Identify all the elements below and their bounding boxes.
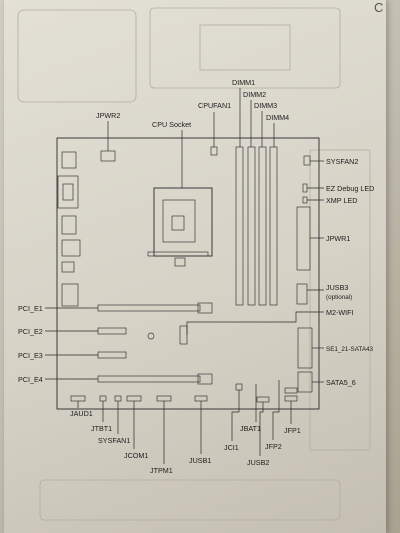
label-jci1: JCI1 <box>224 443 239 452</box>
label-sata-5-6: SATA5_6 <box>326 378 356 387</box>
label-dimm4: DIMM4 <box>266 113 289 122</box>
xmp-led <box>302 196 308 204</box>
label-dimm3: DIMM3 <box>254 101 277 110</box>
page-corner-letter: C <box>374 0 384 15</box>
label-sysfan1: SYSFAN1 <box>98 436 130 445</box>
label-jusb2: JUSB2 <box>247 458 269 467</box>
label-jtbt1: JTBT1 <box>91 424 112 433</box>
label-jtpm1: JTPM1 <box>150 466 173 475</box>
sysfan2-connector <box>303 155 311 166</box>
label-pci-e4: PCI_E4 <box>18 375 43 384</box>
label-pci-e1: PCI_E1 <box>18 304 43 313</box>
label-jpwr1: JPWR1 <box>326 234 350 243</box>
label-pci-e2: PCI_E2 <box>18 327 43 336</box>
label-jusb1: JUSB1 <box>189 456 211 465</box>
label-dimm2: DIMM2 <box>243 90 266 99</box>
label-jusb3: JUSB3 <box>326 283 348 292</box>
label-jfp2: JFP2 <box>265 442 282 451</box>
background-ghost-drawing <box>17 7 371 521</box>
label-m2-wifi: M2-WIFI <box>326 308 354 317</box>
label-jcom1: JCOM1 <box>124 451 148 460</box>
component-labels: DIMM1 DIMM2 DIMM3 DIMM4 JPWR2 CPUFAN1 CP… <box>18 78 374 475</box>
jpwr2-connector <box>100 150 116 162</box>
label-ez-debug-led: EZ Debug LED <box>326 184 374 193</box>
label-xmp-led: XMP LED <box>326 196 357 205</box>
jpwr1-connector <box>296 206 311 271</box>
label-cpu-socket: CPU Socket <box>152 120 191 129</box>
label-pci-e3: PCI_E3 <box>18 351 43 360</box>
cpufan1-connector <box>210 146 218 156</box>
bottom-headers <box>70 383 298 403</box>
label-jaud1: JAUD1 <box>70 409 93 418</box>
jusb3-connector <box>296 283 308 305</box>
pcie-slots <box>97 302 213 385</box>
label-sata-1-4: SE1_21-SATA43 <box>326 346 374 353</box>
label-sysfan2: SYSFAN2 <box>326 157 358 166</box>
rear-io-connectors <box>57 151 81 307</box>
label-jfp1: JFP1 <box>284 426 301 435</box>
m2-wifi-slot <box>179 325 188 345</box>
cpu-socket <box>147 187 213 267</box>
label-jpwr2: JPWR2 <box>96 111 120 120</box>
label-jbat1: JBAT1 <box>240 424 261 433</box>
label-jusb3-optional: (optional) <box>326 294 352 301</box>
leader-lines <box>45 88 324 464</box>
board-outline <box>56 137 320 410</box>
dimm-slots <box>235 146 278 306</box>
label-dimm1: DIMM1 <box>232 78 255 87</box>
label-cpufan1: CPUFAN1 <box>198 101 231 110</box>
ez-debug-led <box>302 183 308 193</box>
mounting-hole <box>147 332 155 340</box>
manual-page <box>4 0 386 533</box>
